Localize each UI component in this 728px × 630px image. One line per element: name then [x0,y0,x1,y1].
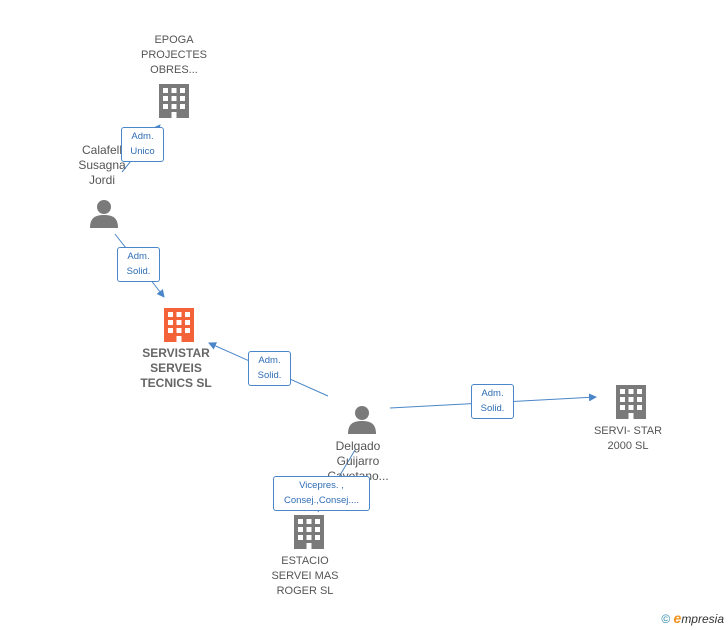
node-label-epoga[interactable]: EPOGA PROJECTES OBRES... [124,33,224,78]
person-icon[interactable] [89,198,119,228]
node-label-line: SERVISTAR [142,346,210,360]
node-label-line: Guijarro [336,454,380,468]
copyright-symbol: © [661,612,671,626]
node-label-calafell[interactable]: Calafell Susagna Jordi [52,143,152,188]
edge-label-line: Vicepres. , [299,480,344,491]
node-label-line: Delgado [335,439,381,453]
node-label-line: SERVEI MAS [271,570,339,582]
building-icon[interactable] [294,515,324,549]
node-label-line: Calafell [81,143,123,157]
edge-label-delgado-estacio[interactable]: Vicepres. , Consej.,Consej.... [273,476,370,511]
edge-label-line: Solid. [257,370,282,381]
node-label-line: OBRES... [150,64,198,76]
node-label-line: SERVI- STAR [593,425,663,437]
node-label-line: Jordi [88,173,115,187]
empresia-logo: © empresia [661,610,724,626]
brand-e: e [673,610,682,626]
node-label-line: Susagna [78,158,126,172]
building-icon[interactable] [616,385,646,419]
node-label-line: ROGER SL [276,585,334,597]
building-icon-main[interactable] [164,308,194,342]
node-label-line: TECNICS SL [140,376,212,390]
edge-label-delgado-servistar[interactable]: Adm. Solid. [248,351,291,386]
edge-label-line: Consej.,Consej.... [284,495,359,506]
edge-label-delgado-servi-star[interactable]: Adm. Solid. [471,384,514,419]
edge-label-line: Adm. [481,388,504,399]
node-label-line: SERVEIS [150,361,202,375]
node-label-servi-star[interactable]: SERVI- STAR 2000 SL [578,424,678,454]
node-label-line: 2000 SL [607,440,649,452]
node-label-line: EPOGA [154,34,194,46]
edge-label-line: Solid. [480,403,505,414]
node-label-estacio[interactable]: ESTACIO SERVEI MAS ROGER SL [255,554,355,599]
node-label-servistar[interactable]: SERVISTAR SERVEIS TECNICS SL [116,346,236,391]
edge-label-calafell-epoga[interactable]: Adm. Unico [121,127,164,162]
brand-name: mpresia [681,612,724,626]
building-icon[interactable] [159,84,189,118]
edge-label-line: Adm. [127,251,150,262]
edge-label-line: Solid. [126,266,151,277]
node-label-line: ESTACIO [281,555,329,567]
edge-label-line: Unico [130,146,155,157]
edge-label-line: Adm. [131,131,154,142]
edge-label-line: Adm. [258,355,281,366]
node-label-line: PROJECTES [140,49,207,61]
edge-label-calafell-servistar[interactable]: Adm. Solid. [117,247,160,282]
person-icon[interactable] [347,404,377,434]
